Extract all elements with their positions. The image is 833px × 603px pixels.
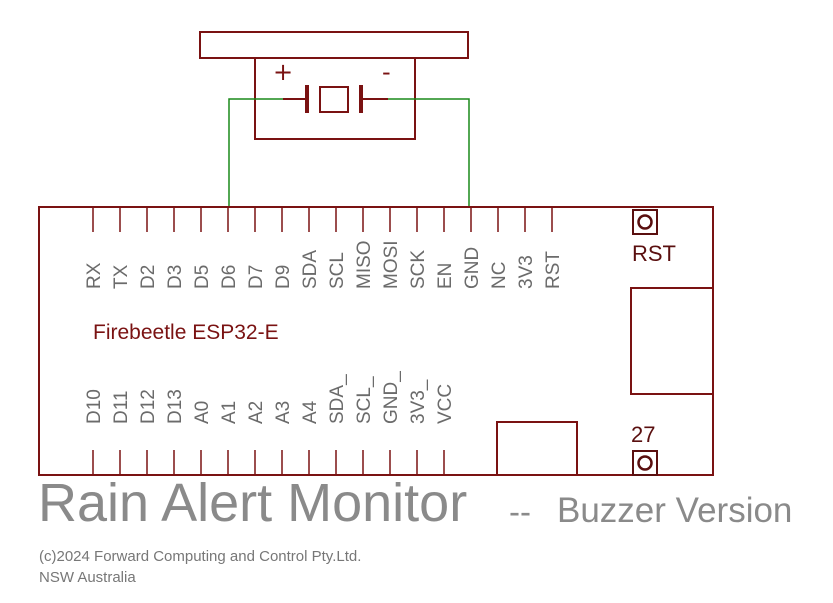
pad-27	[632, 450, 658, 476]
bottom-pin-label-3v3: 3V3_	[408, 379, 429, 424]
wire-gnd-to-buzzer-minus	[388, 98, 470, 208]
top-pin-label-nc: NC	[489, 262, 510, 289]
diagram-title: Rain Alert Monitor	[38, 473, 468, 533]
top-pin-label-d5: D5	[192, 265, 213, 289]
bottom-pin-label-a4: A4	[300, 400, 321, 424]
board-name: Firebeetle ESP32-E	[93, 321, 279, 344]
usb-connector	[630, 287, 714, 395]
bottom-pin-label-scl: SCL_	[354, 376, 375, 424]
bottom-pin-label-d10: D10	[84, 389, 105, 424]
pad-27-label: 27	[631, 422, 655, 447]
location-text: NSW Australia	[39, 569, 136, 586]
bottom-pin-label-a0: A0	[192, 401, 213, 424]
reset-button-dot	[637, 214, 653, 230]
bottom-pin-label-a3: A3	[273, 401, 294, 424]
top-pin-label-d3: D3	[165, 265, 186, 289]
reset-label: RST	[632, 241, 676, 266]
bottom-pin-label-d13: D13	[165, 389, 186, 424]
buzzer-crystal	[319, 86, 349, 113]
bottom-pin-label-a1: A1	[219, 401, 240, 424]
wire-d6-to-buzzer-plus	[228, 98, 283, 208]
top-pin-label-gnd: GND	[462, 247, 483, 289]
buzzer-minus-label: -	[382, 58, 391, 86]
top-pin-label-rst: RST	[543, 251, 564, 289]
antenna-block	[496, 421, 578, 475]
bottom-pin-label-a2: A2	[246, 401, 267, 424]
bottom-pin-label-d11: D11	[111, 391, 132, 424]
reset-button	[632, 209, 658, 235]
buzzer-top-bar	[199, 31, 469, 59]
bottom-pin-label-sda: SDA_	[327, 374, 348, 424]
pad-27-dot	[637, 455, 653, 471]
bottom-pin-label-d12: D12	[138, 389, 159, 424]
top-pin-label-tx: TX	[111, 264, 132, 289]
top-pin-label-mosi: MOSI	[381, 240, 402, 289]
top-pin-label-d6: D6	[219, 265, 240, 289]
bottom-pin-row: D10 D11 D12 D13 A0 A1 A2 A3 A4 SDA_ SCL_ GND_ 3V3_ VC…	[84, 371, 456, 474]
top-pin-label-d7: D7	[246, 265, 267, 289]
title-separator: --	[509, 493, 531, 530]
diagram-subtitle: Buzzer Version	[557, 491, 793, 530]
top-pin-label-sck: SCK	[408, 250, 429, 289]
buzzer-plus-label: +	[273, 58, 293, 86]
copyright-text: (c)2024 Forward Computing and Control Pt…	[39, 548, 362, 565]
bottom-pin-label-vcc: VCC	[435, 384, 456, 424]
bottom-pin-label-gnd: GND_	[381, 371, 402, 424]
top-pin-label-3v3: 3V3	[516, 255, 537, 289]
top-pin-label-en: EN	[435, 263, 456, 289]
top-pin-label-rx: RX	[84, 262, 105, 289]
top-pin-label-sda: SDA	[300, 250, 321, 289]
top-pin-label-d2: D2	[138, 265, 159, 289]
top-pin-label-d9: D9	[273, 265, 294, 289]
buzzer	[199, 31, 469, 140]
top-pin-label-miso: MISO	[354, 240, 375, 289]
top-pin-label-scl: SCL	[327, 252, 348, 289]
